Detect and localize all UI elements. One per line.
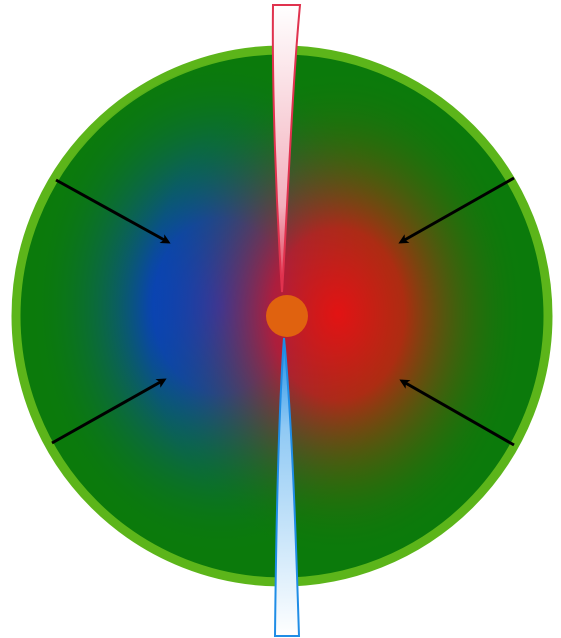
arrow-upper-right bbox=[398, 176, 515, 244]
upper-jet bbox=[271, 4, 302, 293]
red-gradient-region bbox=[148, 69, 528, 559]
arrow-lower-right bbox=[399, 379, 515, 447]
arrow-lower-left bbox=[51, 378, 167, 445]
lower-jet bbox=[273, 337, 301, 637]
central-core bbox=[266, 295, 308, 337]
arrow-upper-left bbox=[55, 178, 171, 244]
